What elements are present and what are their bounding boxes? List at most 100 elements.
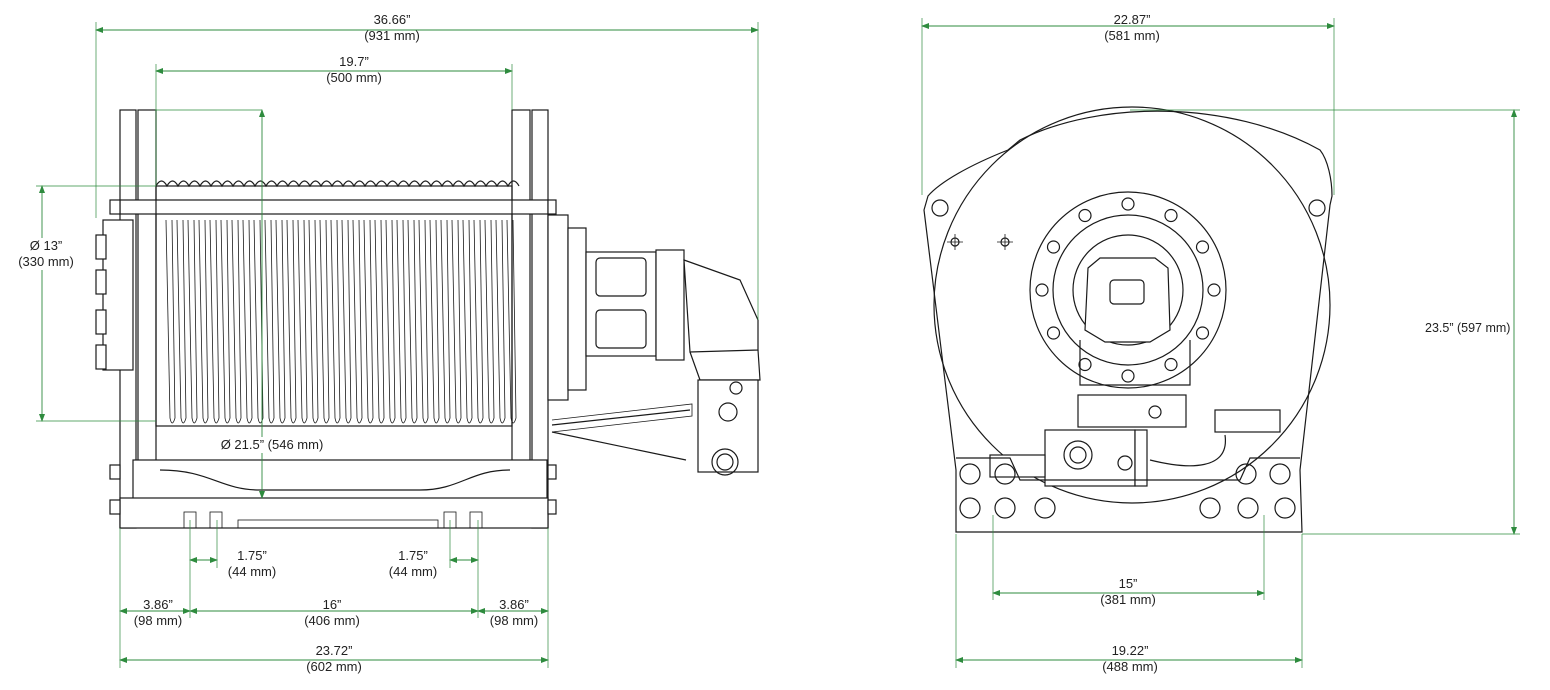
base-length-inches: 23.72”	[315, 643, 353, 658]
drum-groove	[440, 219, 451, 424]
edge-offset-left-label: 3.86” (98 mm)	[120, 597, 196, 629]
bolt-spacing-right-label: 1.75” (44 mm)	[373, 548, 453, 580]
valve-block	[697, 379, 759, 473]
flange-bolt-hole	[1078, 357, 1092, 372]
base-mount-hole	[959, 463, 981, 485]
flange-bolt-hole	[1164, 357, 1178, 372]
bolt-spacing-left-mm: (44 mm)	[227, 564, 277, 579]
left-hub	[102, 219, 134, 371]
drum-groove	[451, 219, 462, 424]
edge-offset-right-label: 3.86” (98 mm)	[476, 597, 552, 629]
left-inner-flange	[137, 109, 157, 499]
core-diameter-mm: (330 mm)	[18, 254, 74, 269]
mount-hole-spacing-label: 15” (381 mm)	[1088, 576, 1168, 608]
flange-diameter-label: Ø 21.5” (546 mm)	[212, 437, 332, 453]
mount-hole-spacing-inches: 15”	[1118, 576, 1138, 591]
overall-length-mm: (931 mm)	[364, 28, 420, 43]
hydraulic-hose	[551, 409, 691, 461]
drum-flange-circle	[933, 106, 1331, 504]
motor-body	[683, 259, 759, 353]
base-width-label: 19.22” (488 mm)	[1090, 643, 1170, 675]
overall-width-label: 22.87” (581 mm)	[1092, 12, 1172, 44]
overall-width-mm: (581 mm)	[1104, 28, 1160, 43]
mount-spacing-label: 16” (406 mm)	[292, 597, 372, 629]
motor-flange	[547, 214, 569, 401]
base-mount-hole	[1237, 497, 1259, 519]
overall-height-label: 23.5” (597 mm)	[1425, 320, 1511, 336]
end-valve-block	[1077, 394, 1187, 428]
flange-bolt-hole	[1207, 283, 1221, 297]
flange-bolt-hole	[1046, 326, 1061, 340]
drum-length-label: 19.7” (500 mm)	[314, 54, 394, 86]
drum-groove	[198, 219, 209, 424]
mount-hole-spacing-mm: (381 mm)	[1100, 592, 1156, 607]
drum-groove	[297, 219, 308, 424]
drum-groove	[462, 219, 473, 424]
drum-groove	[242, 219, 253, 424]
drum-groove	[209, 219, 220, 424]
port-fitting	[711, 448, 739, 476]
edge-offset-left-mm: (98 mm)	[133, 613, 183, 628]
base-width-mm: (488 mm)	[1102, 659, 1158, 674]
flange-bolt-hole	[1078, 208, 1092, 223]
base-contour	[159, 469, 511, 491]
drum-groove	[286, 219, 297, 424]
drum-groove	[484, 219, 495, 424]
base-mount-hole	[1199, 497, 1221, 519]
mount-spacing-inches: 16”	[322, 597, 342, 612]
base-mount-hole	[1269, 463, 1291, 485]
side-view-drawing	[95, 109, 761, 529]
edge-offset-right-mm: (98 mm)	[489, 613, 539, 628]
drum-groove	[187, 219, 198, 424]
drum-body	[155, 185, 513, 427]
flange-bolt-hole	[1046, 240, 1061, 254]
drum-groove	[374, 219, 385, 424]
drum-groove	[264, 219, 275, 424]
base-length-mm: (602 mm)	[306, 659, 362, 674]
cable-groove-edge	[155, 180, 520, 188]
base-width-inches: 19.22”	[1111, 643, 1149, 658]
overall-length-inches: 36.66”	[373, 12, 411, 27]
drum-groove	[495, 219, 506, 424]
drum-groove	[506, 219, 517, 424]
drum-groove	[363, 219, 374, 424]
overall-length-label: 36.66” (931 mm)	[352, 12, 432, 44]
mount-spacing-mm: (406 mm)	[304, 613, 360, 628]
drum-groove	[330, 219, 341, 424]
flange-bolt-hole	[1195, 326, 1210, 340]
base-mount-hole	[994, 497, 1016, 519]
core-diameter-label: Ø 13” (330 mm)	[6, 238, 86, 270]
base-mount-hole	[994, 463, 1016, 485]
base-mount-hole	[1235, 463, 1257, 485]
nameplate	[1214, 409, 1281, 433]
drum-groove	[165, 219, 176, 424]
bolt-spacing-right-mm: (44 mm)	[388, 564, 438, 579]
drum-grooves	[165, 219, 517, 424]
drum-groove	[396, 219, 407, 424]
flange-bolt-hole	[1195, 240, 1210, 254]
drum-groove	[473, 219, 484, 424]
drum-groove	[220, 219, 231, 424]
drum-groove	[429, 219, 440, 424]
bolt-spacing-left-label: 1.75” (44 mm)	[212, 548, 292, 580]
drum-groove	[418, 219, 429, 424]
edge-offset-right-inches: 3.86”	[499, 597, 529, 612]
core-diameter-inches: Ø 13”	[29, 238, 63, 253]
flange-bolt-hole	[1121, 369, 1135, 383]
base-mount-hole	[1274, 497, 1296, 519]
dimension-lines	[36, 18, 1520, 668]
top-tie-bar	[119, 199, 549, 215]
gearbox-housing	[585, 251, 657, 357]
base-frame	[132, 459, 548, 501]
flange-bolt-hole	[1164, 208, 1178, 223]
bolt-spacing-left-inches: 1.75”	[237, 548, 267, 563]
drum-groove	[319, 219, 330, 424]
hydraulic-motor	[655, 249, 685, 361]
drum-length-inches: 19.7”	[339, 54, 369, 69]
motor-housing	[1084, 257, 1171, 343]
overall-width-inches: 22.87”	[1113, 12, 1151, 27]
drum-groove	[275, 219, 286, 424]
drum-groove	[176, 219, 187, 424]
drum-groove	[341, 219, 352, 424]
